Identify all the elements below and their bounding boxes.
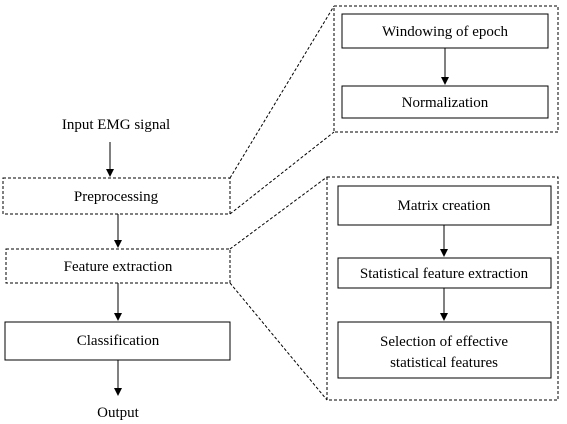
selection-of-effective-features-box — [337, 321, 552, 379]
classification-box — [4, 321, 231, 361]
feature-extraction-label: Feature extraction — [64, 259, 173, 275]
matrix-creation-label: Matrix creation — [398, 198, 491, 214]
matrix-creation-box — [337, 185, 552, 226]
preprocessing-label: Preprocessing — [74, 189, 159, 205]
feature-extraction-detail-panel — [326, 176, 559, 401]
zoom-connector-preprocessing-top — [229, 5, 335, 179]
feature-extraction-box — [5, 248, 231, 284]
normalization-label: Normalization — [402, 95, 489, 111]
zoom-connector-feature-bottom — [229, 282, 328, 401]
input-emg-signal-label: Input EMG signal — [62, 117, 170, 133]
statistical-feature-extraction-label: Statistical feature extraction — [360, 266, 529, 282]
preprocessing-box — [2, 177, 231, 215]
zoom-connector-feature-top — [229, 176, 328, 250]
normalization-box — [341, 85, 549, 119]
selection-label-line-1: Selection of effective — [380, 334, 508, 350]
windowing-of-epoch-label: Windowing of epoch — [382, 24, 509, 40]
preprocessing-detail-panel — [333, 5, 559, 133]
zoom-connector-preprocessing-bottom — [229, 131, 335, 215]
output-label: Output — [97, 405, 140, 421]
classification-label: Classification — [77, 333, 160, 349]
selection-label-line-2: statistical features — [390, 355, 498, 371]
